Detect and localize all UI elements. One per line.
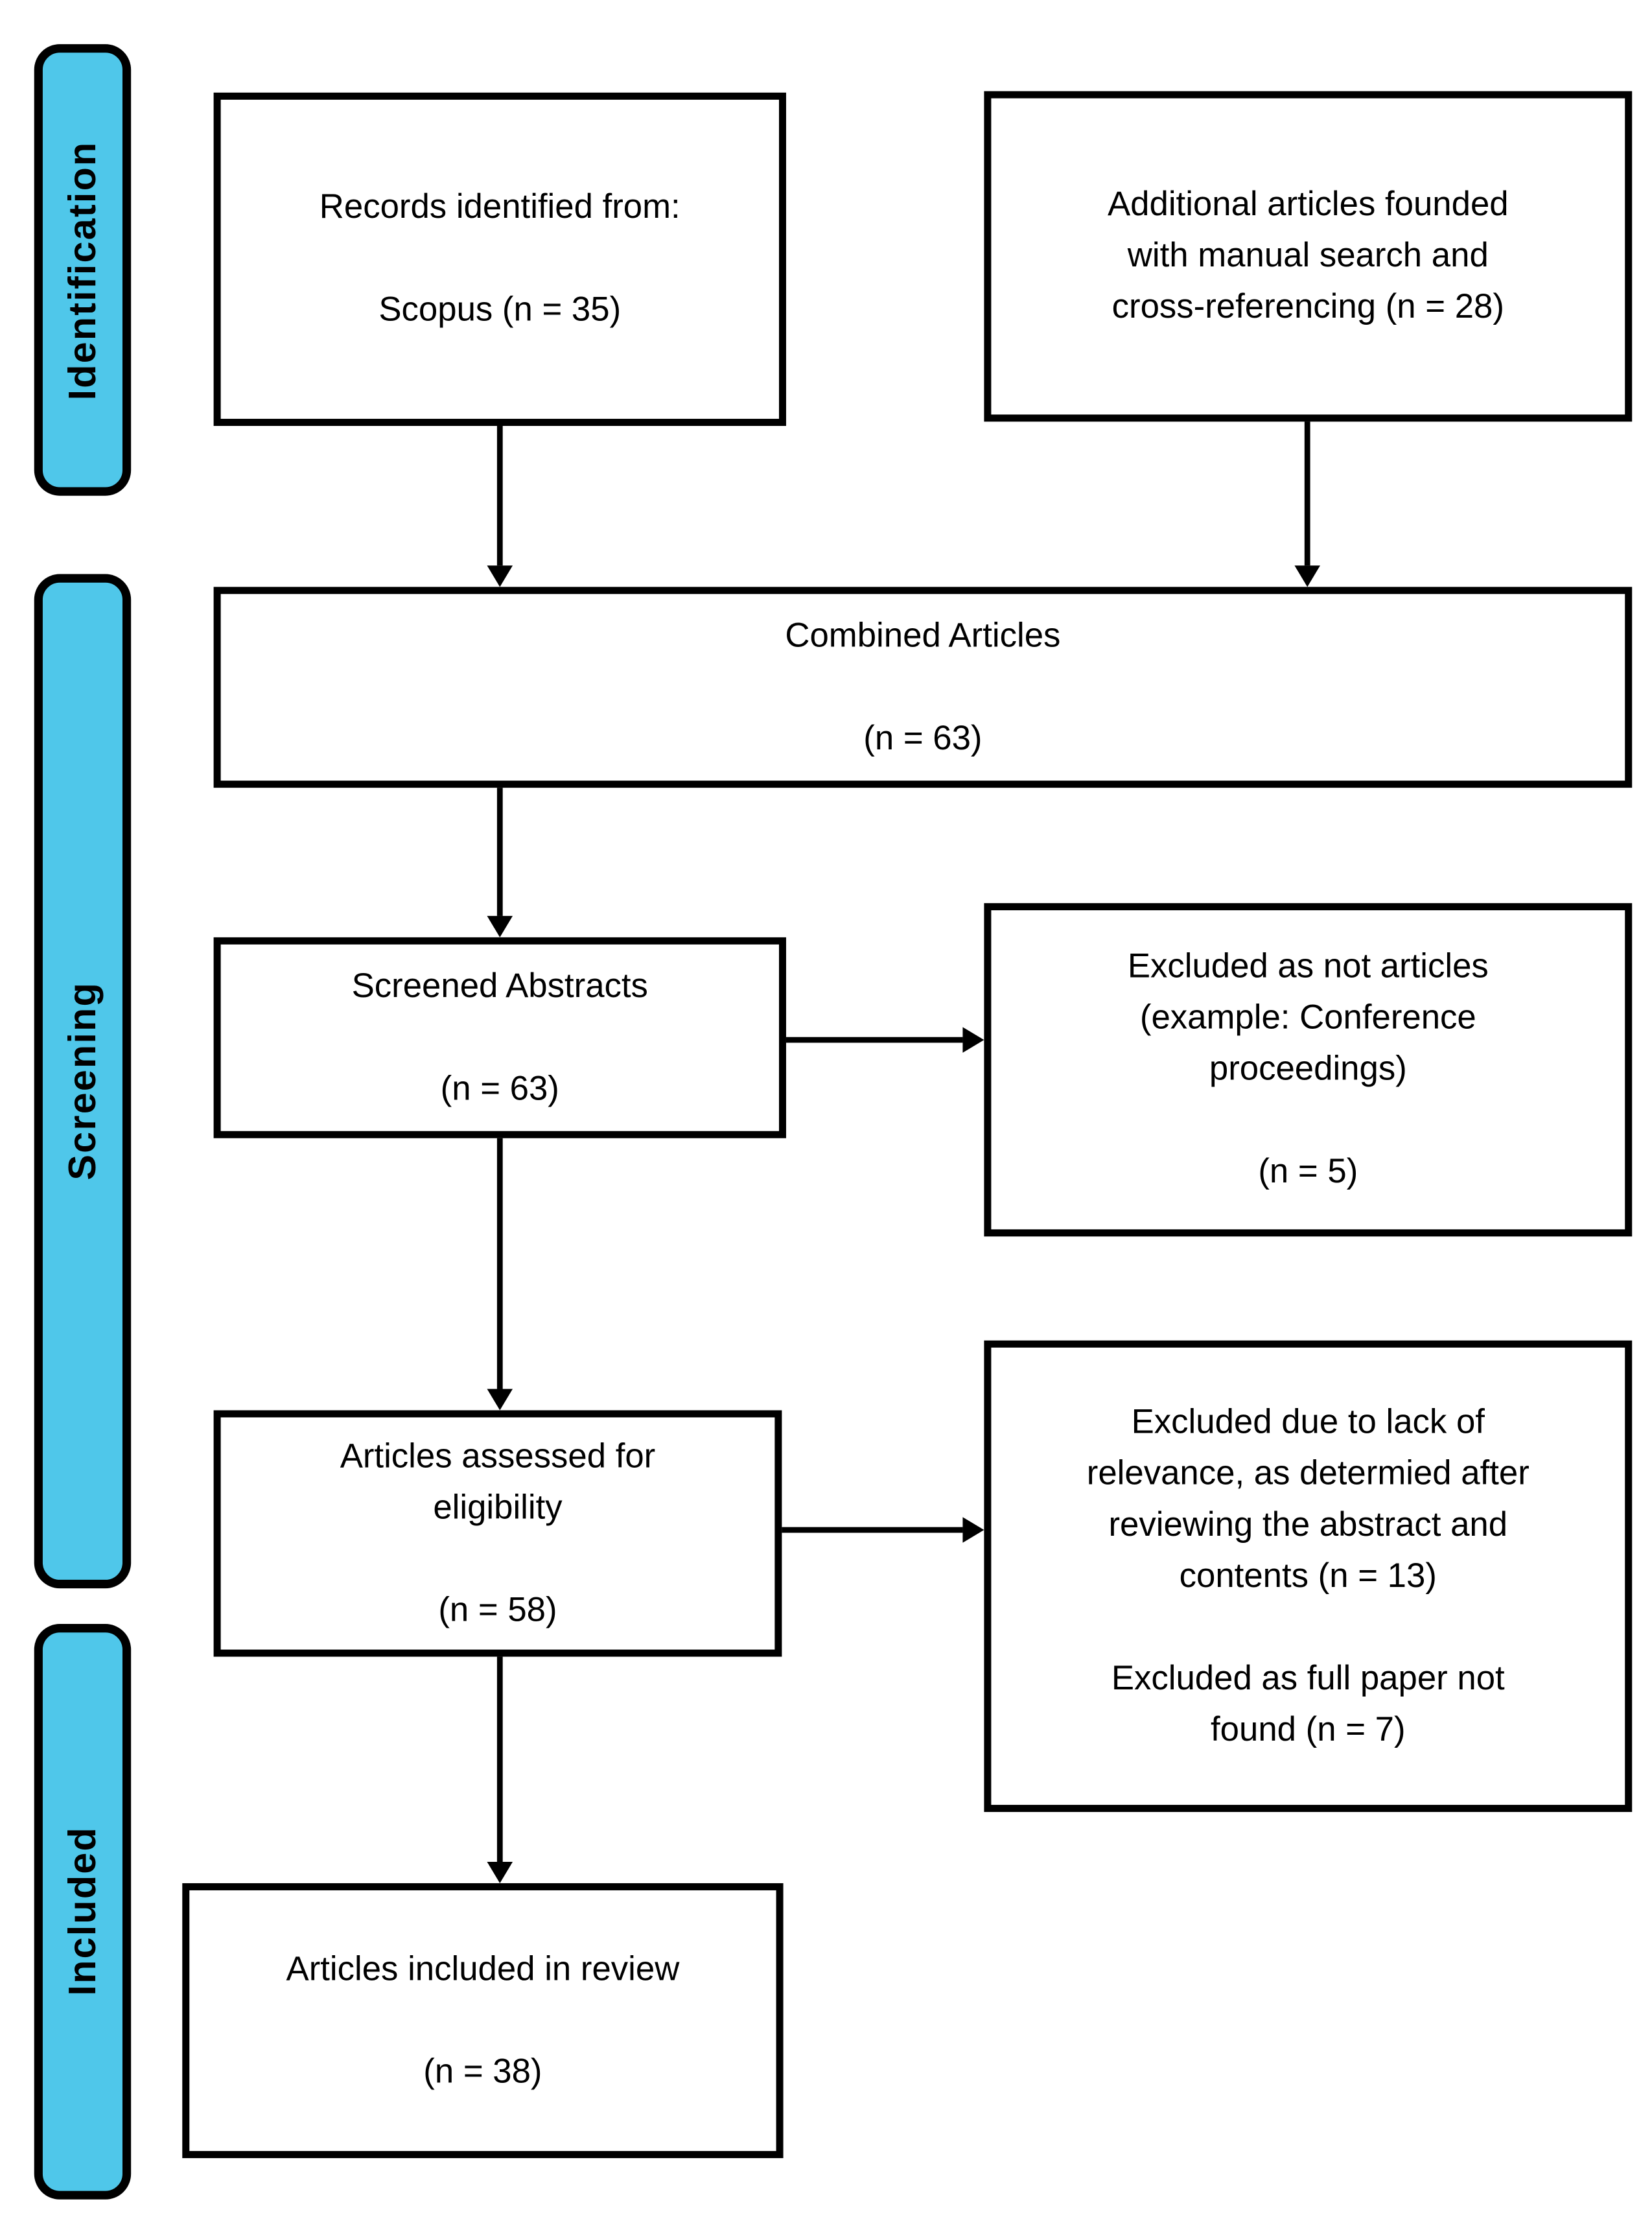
arrow-combined-to-screened xyxy=(485,788,514,937)
box-included-in-review: Articles included in review (n = 38) xyxy=(182,1883,784,2159)
box-records-identified-text: Records identified from: Scopus (n = 35) xyxy=(319,188,681,329)
stage-bar-included: Included xyxy=(34,1624,132,2200)
box-screened-abstracts-text: Screened Abstracts (n = 63) xyxy=(351,966,648,1108)
arrowhead-right-icon xyxy=(962,1517,984,1543)
arrow-line xyxy=(496,426,503,566)
box-records-identified: Records identified from: Scopus (n = 35) xyxy=(213,92,786,427)
arrow-assessed-to-included xyxy=(485,1656,514,1883)
arrowhead-down-icon xyxy=(487,565,513,587)
arrow-screened-to-assessed xyxy=(485,1138,514,1411)
stage-label-identification: Identification xyxy=(60,140,104,400)
box-additional-articles-text: Additional articles founded with manual … xyxy=(1107,185,1509,327)
box-combined-articles-text: Combined Articles (n = 63) xyxy=(785,616,1061,757)
arrow-line xyxy=(496,1138,503,1389)
arrowhead-down-icon xyxy=(487,1389,513,1411)
arrow-line xyxy=(782,1527,963,1533)
arrow-line xyxy=(496,788,503,916)
stage-bar-screening: Screening xyxy=(34,574,132,1589)
arrow-records-to-combined xyxy=(485,426,514,587)
arrow-line xyxy=(1304,421,1310,566)
arrow-screened-to-excluded xyxy=(785,1026,984,1054)
arrowhead-down-icon xyxy=(487,915,513,937)
box-assessed-eligibility-text: Articles assessed for eligibility (n = 5… xyxy=(340,1437,656,1629)
box-screened-abstracts: Screened Abstracts (n = 63) xyxy=(213,937,786,1138)
box-excluded-not-articles-text: Excluded as not articles (example: Confe… xyxy=(1127,947,1489,1192)
arrowhead-down-icon xyxy=(487,1862,513,1883)
arrow-line xyxy=(785,1037,963,1043)
arrow-additional-to-combined xyxy=(1293,421,1321,587)
arrow-line xyxy=(496,1656,503,1862)
stage-label-included: Included xyxy=(60,1827,104,1997)
stage-label-screening: Screening xyxy=(60,981,104,1181)
box-included-in-review-text: Articles included in review (n = 38) xyxy=(286,1949,680,2091)
arrow-assessed-to-excluded xyxy=(782,1516,984,1544)
box-excluded-relevance-fullpaper: Excluded due to lack of relevance, as de… xyxy=(984,1340,1633,1813)
arrowhead-right-icon xyxy=(962,1027,984,1053)
box-additional-articles: Additional articles founded with manual … xyxy=(984,91,1633,422)
box-combined-articles: Combined Articles (n = 63) xyxy=(213,587,1633,788)
box-excluded-not-articles: Excluded as not articles (example: Confe… xyxy=(984,903,1633,1237)
box-assessed-eligibility: Articles assessed for eligibility (n = 5… xyxy=(213,1410,782,1657)
stage-bar-identification: Identification xyxy=(34,44,132,496)
arrowhead-down-icon xyxy=(1294,565,1320,587)
box-excluded-relevance-fullpaper-text: Excluded due to lack of relevance, as de… xyxy=(1086,1402,1530,1749)
